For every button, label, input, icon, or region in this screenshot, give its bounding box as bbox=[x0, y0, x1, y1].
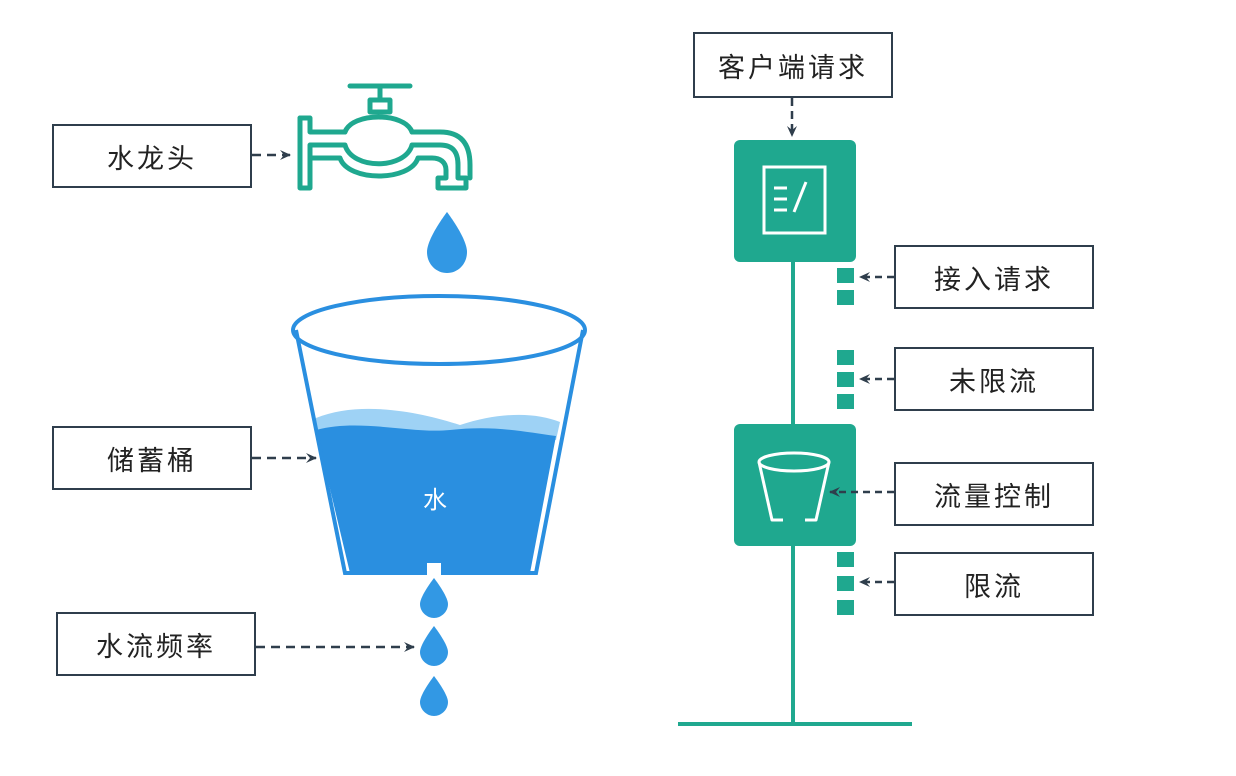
water-drop-icon bbox=[427, 212, 467, 273]
water-drop-icon bbox=[420, 676, 448, 716]
water-text: 水 bbox=[423, 486, 447, 514]
document-icon bbox=[734, 140, 856, 262]
flow-control-label: 流量控制 bbox=[894, 462, 1094, 526]
request-packet-icon bbox=[837, 268, 854, 615]
client-request-label: 客户端请求 bbox=[693, 32, 893, 98]
faucet-label: 水龙头 bbox=[52, 124, 252, 188]
faucet-icon bbox=[297, 83, 473, 191]
water-drop-icon bbox=[420, 626, 448, 666]
flow-rate-label: 水流频率 bbox=[56, 612, 256, 676]
bucket-label: 储蓄桶 bbox=[52, 426, 252, 490]
accept-request-label: 接入请求 bbox=[894, 245, 1094, 309]
unlimited-label: 未限流 bbox=[894, 347, 1094, 411]
bucket-icon bbox=[291, 294, 587, 575]
water-drop-icon bbox=[420, 578, 448, 618]
limited-label: 限流 bbox=[894, 552, 1094, 616]
bucket-outline-icon bbox=[734, 424, 856, 546]
